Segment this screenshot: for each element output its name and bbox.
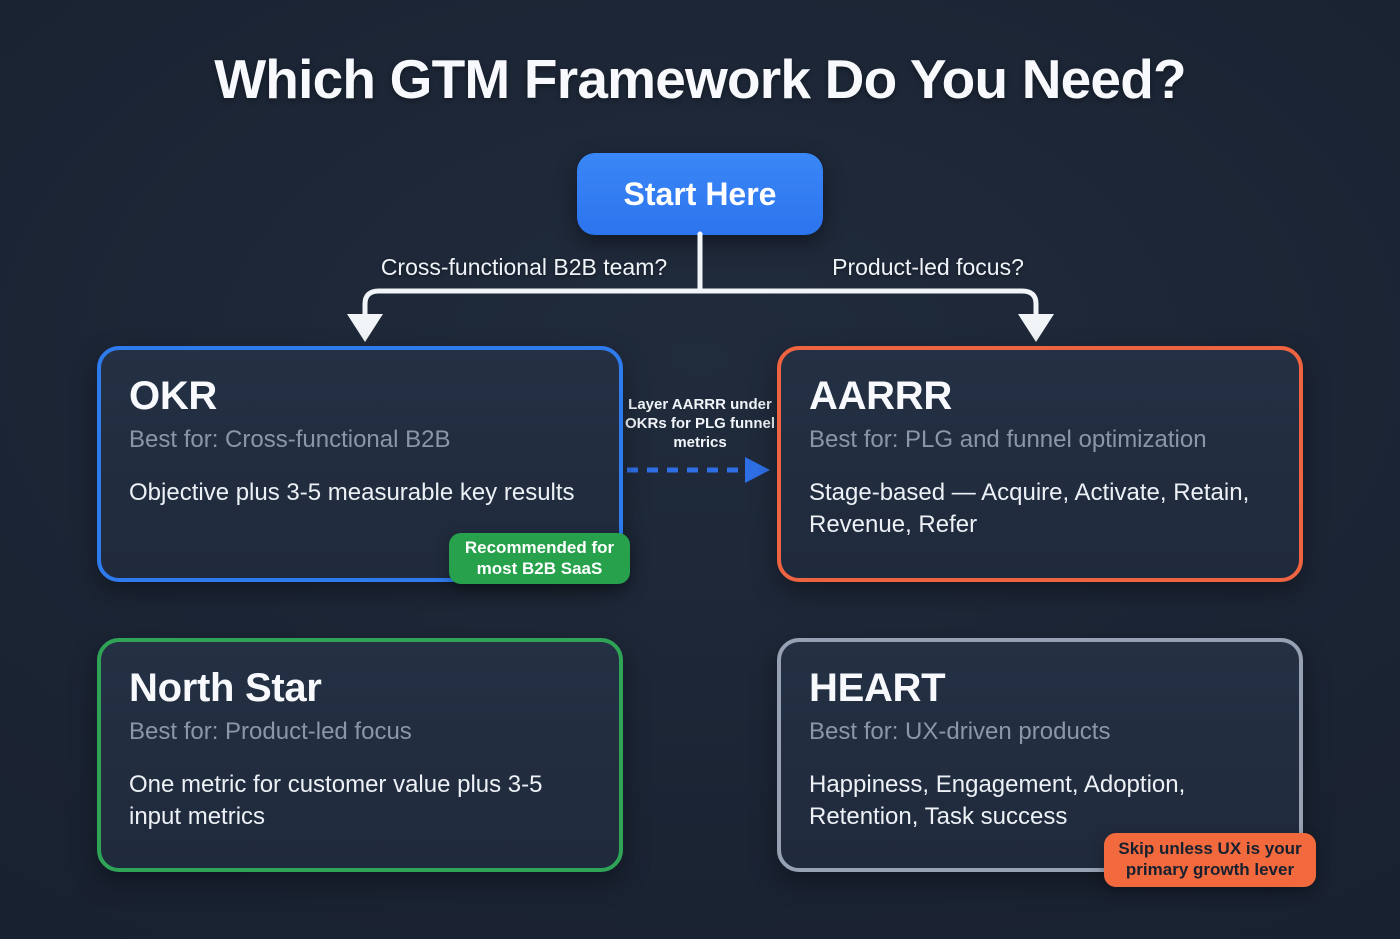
right-arrowhead-icon xyxy=(1018,314,1054,342)
card-okr-title: OKR xyxy=(129,374,217,418)
card-aarrr: AARRR Best for: PLG and funnel optimizat… xyxy=(777,346,1303,582)
branch-split-line xyxy=(362,288,1039,319)
dashed-link-arrowhead-icon xyxy=(745,457,770,483)
card-north-star: North Star Best for: Product-led focus O… xyxy=(97,638,623,872)
branch-question-right: Product-led focus? xyxy=(832,254,1024,280)
card-north-star-bestfor: Best for: Product-led focus xyxy=(129,718,412,745)
skip-badge: Skip unless UX is your primary growth le… xyxy=(1104,833,1316,887)
link-note: Layer AARRR under OKRs for PLG funnel me… xyxy=(625,396,775,452)
decision-branch-lines xyxy=(347,231,1054,342)
page-title: Which GTM Framework Do You Need? xyxy=(214,48,1186,110)
card-okr-description: Objective plus 3-5 measurable key result… xyxy=(129,479,575,506)
card-heart-description: Happiness, Engagement, Adoption, Retenti… xyxy=(809,771,1186,831)
branch-question-left: Cross-functional B2B team? xyxy=(380,254,668,280)
okr-to-aarrr-link xyxy=(627,457,770,483)
card-aarrr-title: AARRR xyxy=(809,374,952,418)
start-here-label: Start Here xyxy=(623,175,777,212)
start-here-node: Start Here xyxy=(577,153,823,235)
card-aarrr-description: Stage-based — Acquire, Activate, Retain,… xyxy=(809,479,1250,539)
card-okr: OKR Best for: Cross-functional B2B Objec… xyxy=(97,346,630,584)
card-aarrr-bestfor: Best for: PLG and funnel optimization xyxy=(809,426,1207,453)
card-north-star-description: One metric for customer value plus 3-5 i… xyxy=(129,771,543,831)
card-okr-bestfor: Best for: Cross-functional B2B xyxy=(129,426,451,453)
card-heart-title: HEART xyxy=(809,666,946,710)
recommended-badge-label: Recommended for most B2B SaaS xyxy=(464,537,615,578)
skip-badge-label: Skip unless UX is your primary growth le… xyxy=(1118,839,1302,879)
left-arrowhead-icon xyxy=(347,314,383,342)
recommended-badge: Recommended for most B2B SaaS xyxy=(449,533,630,584)
card-heart-bestfor: Best for: UX-driven products xyxy=(809,718,1111,745)
card-heart: HEART Best for: UX-driven products Happi… xyxy=(777,638,1316,887)
card-north-star-title: North Star xyxy=(129,666,322,710)
